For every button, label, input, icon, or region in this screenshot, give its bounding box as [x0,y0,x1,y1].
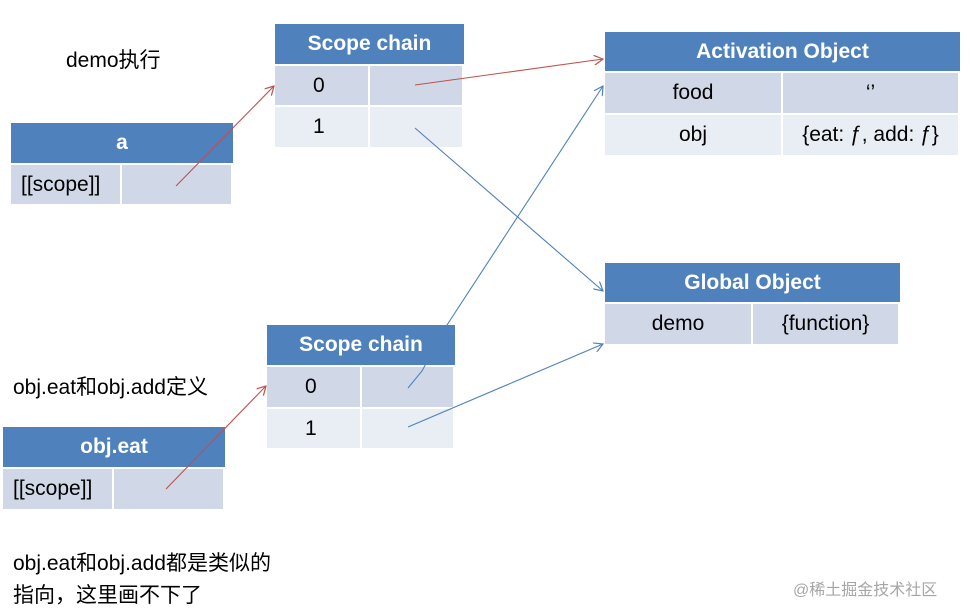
box-a-scope-label: [[scope]] [11,165,122,206]
scope-chain-top-index-1: 1 [275,107,370,149]
note-obj-similar-1: obj.eat和obj.add都是类似的 [13,552,271,575]
scope-chain-bottom-value-1 [362,409,455,450]
global-object-key-demo: demo [605,304,753,346]
activation-object-key-food: food [605,73,783,115]
arrow-top-chain-1-to-global [414,127,603,291]
global-object-title: Global Object [605,263,900,304]
activation-object-key-obj: obj [605,115,783,157]
scope-chain-top-value-1 [370,107,464,149]
box-obj-eat-title: obj.eat [3,427,225,469]
activation-object-title: Activation Object [605,32,960,73]
watermark: @稀土掘金技术社区 [793,582,938,599]
scope-chain-bottom-index-0: 0 [267,367,362,409]
box-a-title: a [11,123,233,165]
scope-chain-top-value-0 [370,66,464,107]
box-obj-eat-scope-label: [[scope]] [3,469,114,511]
scope-chain-bottom-title: Scope chain [267,325,455,367]
note-obj-def: obj.eat和obj.add定义 [13,376,208,399]
scope-chain-top-index-0: 0 [275,66,370,107]
activation-object-value-food: ‘’ [783,73,960,115]
note-demo-exec: demo执行 [66,49,161,72]
scope-chain-bottom-index-1: 1 [267,409,362,450]
box-obj-eat-scope-value [114,469,225,511]
global-object-value-demo: {function} [753,304,900,346]
note-obj-similar-2: 指向，这里画不下了 [13,584,202,607]
box-a-scope-value [122,165,233,206]
scope-chain-top-title: Scope chain [275,24,464,66]
scope-chain-bottom-value-0 [362,367,455,409]
activation-object-value-obj: {eat: ƒ, add: ƒ} [783,115,960,157]
